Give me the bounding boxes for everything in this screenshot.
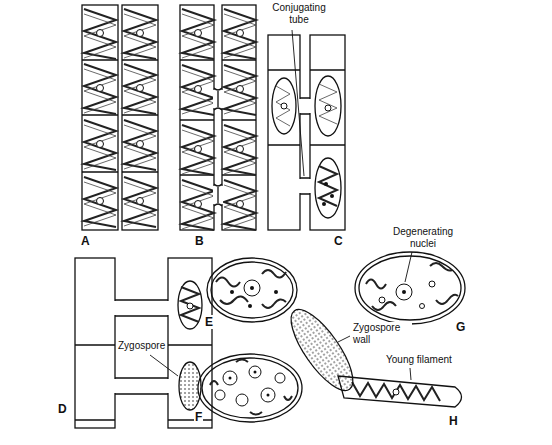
zygote-f [198, 354, 302, 422]
leader-line [410, 368, 411, 380]
leader-line [405, 252, 412, 282]
filaments-c [268, 35, 345, 230]
figure-letter: H [448, 414, 459, 428]
filaments-a [82, 5, 158, 230]
figure-letter: A [80, 234, 91, 248]
figure-letter: C [333, 234, 344, 248]
zygote-g [355, 252, 465, 324]
annotation-label: Degenerating nuclei [384, 226, 462, 250]
leader-line [292, 30, 304, 176]
filaments-d [75, 258, 212, 428]
leader-line [338, 336, 350, 342]
figure-letter: G [455, 320, 466, 334]
annotation-label: Conjugating tube [262, 2, 336, 26]
germinating-zygospore-h [281, 301, 462, 407]
filaments-b [180, 5, 256, 230]
figure-letter: D [57, 402, 68, 416]
figure-letter: B [194, 234, 205, 248]
annotation-label: Young filament [385, 354, 453, 366]
figure-letter: F [194, 410, 203, 424]
annotation-label: Zygospore wall [352, 322, 412, 346]
zygote-e [207, 258, 297, 322]
figure-letter: E [204, 315, 214, 329]
annotation-label: Zygospore [117, 340, 166, 352]
leader-line [150, 355, 178, 376]
